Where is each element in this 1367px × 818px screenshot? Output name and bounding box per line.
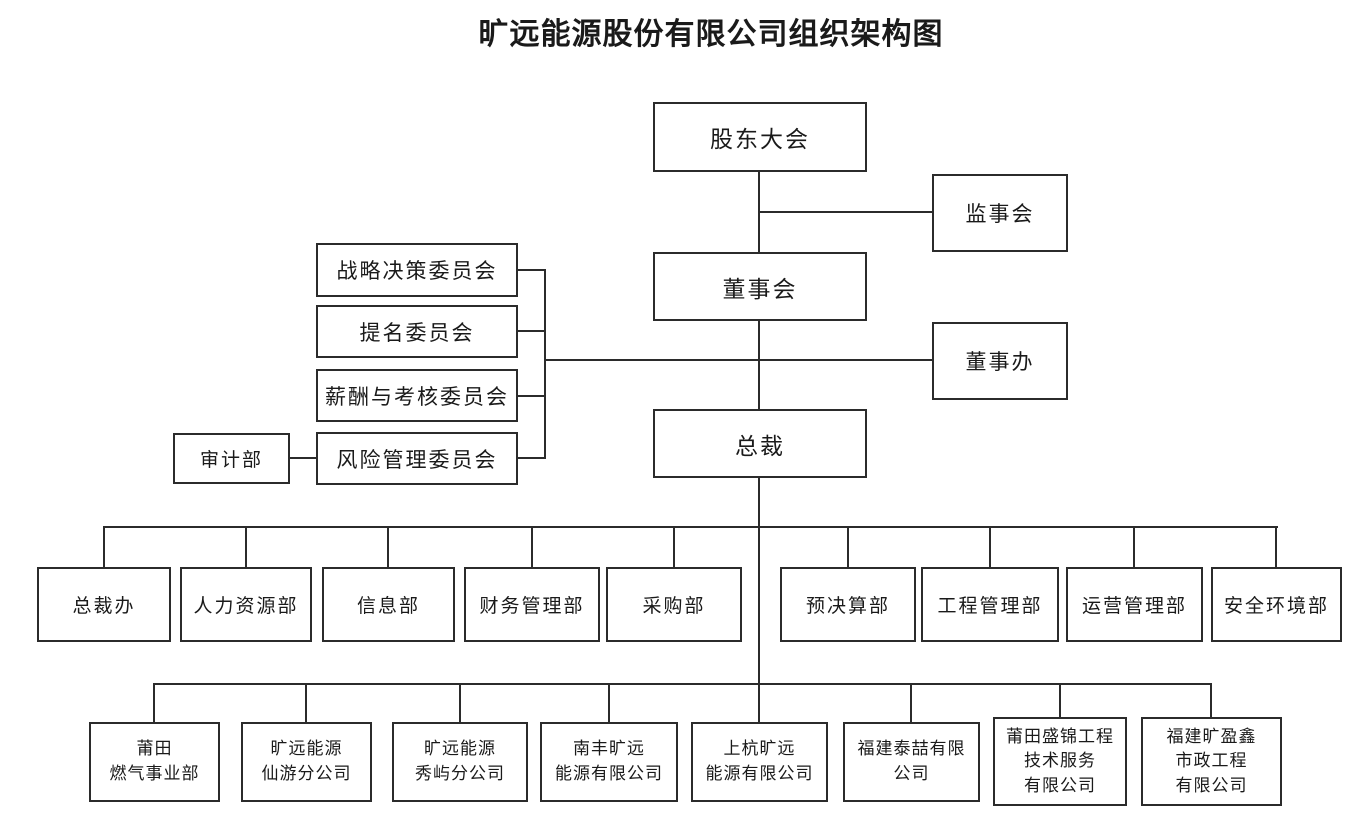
- node-department-finance: 财务管理部: [464, 567, 600, 642]
- connector-subsidiary-stub-3: [459, 683, 461, 724]
- node-department-hr: 人力资源部: [180, 567, 312, 642]
- node-audit-department: 审计部: [173, 433, 290, 484]
- node-department-safety-environment: 安全环境部: [1211, 567, 1342, 642]
- connector-department-stub-1: [103, 526, 105, 569]
- connector-subsidiary-stub-2: [305, 683, 307, 724]
- node-department-president-office: 总裁办: [37, 567, 171, 642]
- connector-committee-nomination-stub: [516, 330, 546, 332]
- node-department-operations: 运营管理部: [1066, 567, 1203, 642]
- node-subsidiary-nanfeng-energy: 南丰旷远 能源有限公司: [540, 722, 678, 802]
- connector-subsidiary-stub-8: [1210, 683, 1212, 719]
- node-subsidiary-xiuyu-branch: 旷远能源 秀屿分公司: [392, 722, 528, 802]
- node-committee-nomination: 提名委员会: [316, 305, 518, 358]
- node-department-engineering: 工程管理部: [921, 567, 1059, 642]
- connector-audit-risk: [290, 457, 318, 459]
- connector-subsidiary-stub-1: [153, 683, 155, 724]
- node-committee-strategy: 战略决策委员会: [316, 243, 518, 297]
- connector-committee-risk-stub: [516, 457, 546, 459]
- connector-committee-strategy-stub: [516, 269, 546, 271]
- node-committee-remuneration: 薪酬与考核委员会: [316, 369, 518, 422]
- connector-subsidiary-stub-4: [608, 683, 610, 724]
- connector-trunk-president-down: [758, 478, 760, 685]
- connector-trunk-board-president: [758, 321, 760, 409]
- connector-supervisory-board: [758, 211, 932, 213]
- node-department-it: 信息部: [322, 567, 455, 642]
- node-department-procurement: 采购部: [606, 567, 742, 642]
- chart-title: 旷远能源股份有限公司组织架构图: [478, 18, 944, 51]
- connector-departments-rail: [103, 526, 1278, 528]
- connector-department-stub-4: [531, 526, 533, 569]
- node-subsidiary-putian-shengjin: 莆田盛锦工程 技术服务 有限公司: [993, 717, 1127, 806]
- connector-department-stub-6: [847, 526, 849, 569]
- node-president: 总裁: [653, 409, 867, 478]
- connector-subsidiary-stub-7: [1059, 683, 1061, 719]
- node-board-of-directors: 董事会: [653, 252, 867, 321]
- connector-department-stub-8: [1133, 526, 1135, 569]
- connector-department-stub-7: [989, 526, 991, 569]
- connector-department-stub-5: [673, 526, 675, 569]
- node-subsidiary-shanghang-energy: 上杭旷远 能源有限公司: [691, 722, 828, 802]
- node-subsidiary-fujian-taizhe: 福建泰喆有限 公司: [843, 722, 980, 802]
- node-committee-risk: 风险管理委员会: [316, 432, 518, 485]
- connector-committee-remuneration-stub: [516, 395, 546, 397]
- connector-department-stub-3: [387, 526, 389, 569]
- connector-subsidiary-stub-6: [910, 683, 912, 724]
- connector-department-stub-2: [245, 526, 247, 569]
- connector-subsidiaries-rail: [153, 683, 1212, 685]
- connector-committees-vertical: [544, 269, 546, 459]
- node-department-budget: 预决算部: [780, 567, 916, 642]
- connector-subsidiary-stub-5: [758, 683, 760, 724]
- node-subsidiary-putian-gas: 莆田 燃气事业部: [89, 722, 220, 802]
- node-board-office: 董事办: [932, 322, 1068, 400]
- node-subsidiary-xianyou-branch: 旷远能源 仙游分公司: [241, 722, 372, 802]
- node-supervisory-board: 监事会: [932, 174, 1068, 252]
- node-subsidiary-fujian-kuangyingxin: 福建旷盈鑫 市政工程 有限公司: [1141, 717, 1282, 806]
- connector-board-office: [544, 359, 932, 361]
- connector-department-stub-9: [1275, 526, 1277, 569]
- node-shareholders-meeting: 股东大会: [653, 102, 867, 172]
